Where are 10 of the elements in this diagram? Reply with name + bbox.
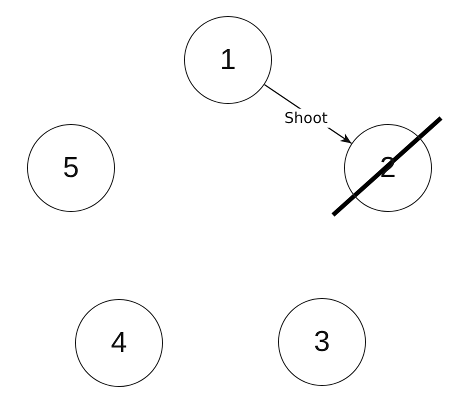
circle-node	[75, 299, 163, 387]
node-number: 3	[314, 328, 330, 356]
circle-node	[278, 298, 366, 386]
node-number: 4	[110, 328, 128, 358]
node-number: 5	[62, 154, 80, 182]
circle-node	[184, 16, 272, 104]
circle-node	[344, 124, 432, 212]
node-number: 1	[220, 46, 236, 74]
circle-node	[27, 124, 115, 212]
edge-label: Shoot	[282, 108, 330, 128]
